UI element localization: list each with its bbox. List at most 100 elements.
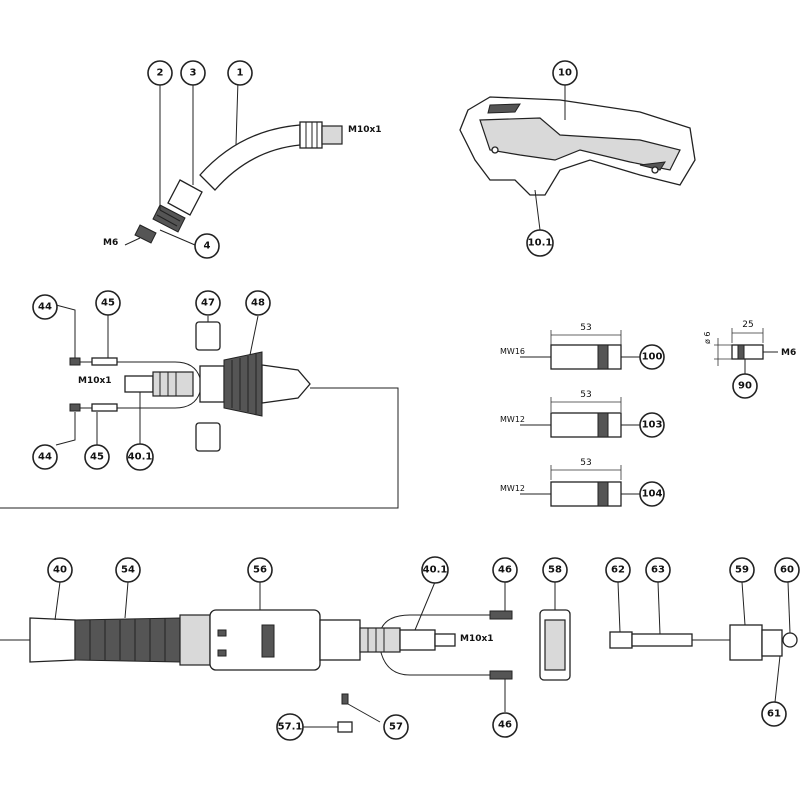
handle-screw-1 bbox=[491, 146, 499, 154]
terminal-46-top bbox=[489, 610, 513, 620]
spring-insulator bbox=[152, 204, 186, 233]
screw-57 bbox=[341, 693, 349, 705]
callout-47 bbox=[195, 290, 221, 316]
connector-40-1-body bbox=[359, 627, 401, 653]
ring-58-inner bbox=[544, 619, 566, 671]
end-60 bbox=[782, 632, 798, 648]
liner-104-size: MW12 bbox=[500, 484, 525, 493]
callout-10 bbox=[552, 60, 578, 86]
dim-104-length: 53 bbox=[580, 458, 591, 468]
callout-40-1-bottom-label: 40.1 bbox=[423, 565, 448, 576]
callout-44-bottom-label: 44 bbox=[38, 452, 52, 463]
dim-90-diameter: ø 6 bbox=[703, 331, 712, 344]
terminal-44-top bbox=[69, 357, 81, 366]
outline-box bbox=[0, 387, 399, 509]
swan-neck-assembly: M10x1 M6 2 3 1 4 bbox=[103, 60, 382, 259]
callout-48-label: 48 bbox=[251, 298, 265, 309]
neck-thread-label: M10x1 bbox=[348, 125, 382, 135]
callout-46-top-label: 46 bbox=[498, 565, 512, 576]
rear-thread-label: M10x1 bbox=[460, 634, 494, 644]
swan-neck-tube bbox=[199, 124, 301, 191]
sleeve-45-top bbox=[91, 357, 118, 366]
callout-62 bbox=[605, 557, 631, 583]
liner-103-size: MW12 bbox=[500, 415, 525, 424]
callout-40-1-top-label: 40.1 bbox=[128, 452, 153, 463]
handle-trigger-slot bbox=[487, 103, 521, 114]
callout-3 bbox=[180, 60, 206, 86]
callout-57 bbox=[383, 714, 409, 740]
callout-60 bbox=[774, 557, 800, 583]
housing-59-tip bbox=[761, 629, 783, 657]
callout-10-label: 10 bbox=[558, 68, 572, 79]
callout-45-top-label: 45 bbox=[101, 298, 115, 309]
callout-3-label: 3 bbox=[190, 68, 197, 79]
leader-4 bbox=[159, 229, 196, 246]
leader-1 bbox=[235, 79, 239, 146]
leader-44-bottom bbox=[55, 412, 76, 446]
body-56-neck bbox=[319, 619, 361, 661]
dim-100-length: 53 bbox=[580, 323, 591, 333]
clip-57-1 bbox=[337, 721, 353, 733]
connector-thread bbox=[124, 375, 154, 393]
connector-thread-label: M10x1 bbox=[78, 376, 112, 386]
callout-45-bottom bbox=[84, 444, 110, 470]
contact-tip bbox=[134, 224, 157, 244]
nozzle-holder bbox=[167, 179, 203, 216]
callout-1 bbox=[227, 60, 253, 86]
callout-44-top bbox=[32, 294, 58, 320]
callout-44-top-label: 44 bbox=[38, 302, 52, 313]
liner-103-band bbox=[597, 412, 609, 438]
callout-48 bbox=[245, 290, 271, 316]
leader-10-1 bbox=[534, 189, 541, 231]
cable-collar bbox=[199, 365, 225, 403]
body-56-badge bbox=[261, 624, 275, 658]
callout-63 bbox=[645, 557, 671, 583]
cap-47-top bbox=[195, 321, 221, 351]
connector-body bbox=[152, 371, 194, 397]
nut-90-band bbox=[737, 344, 745, 360]
cable-connector-assembly: M10x1 44 45 47 48 44 45 40.1 bbox=[0, 290, 399, 509]
callout-10-1 bbox=[526, 229, 554, 257]
liner-100-band bbox=[597, 344, 609, 370]
callout-90 bbox=[732, 373, 758, 399]
leader-63 bbox=[657, 581, 661, 635]
liner-104-body bbox=[550, 481, 622, 507]
callout-57-1-label: 57.1 bbox=[278, 722, 303, 733]
callout-103 bbox=[639, 412, 665, 438]
callout-44-bottom bbox=[32, 444, 58, 470]
callout-40 bbox=[47, 557, 73, 583]
body-56-mark-2 bbox=[217, 649, 227, 657]
callout-61 bbox=[761, 701, 787, 727]
callout-57-label: 57 bbox=[389, 722, 403, 733]
terminal-44-bottom bbox=[69, 403, 81, 412]
callout-4-label: 4 bbox=[204, 241, 211, 252]
liner-100-body bbox=[550, 344, 622, 370]
handle-screw-2 bbox=[651, 166, 659, 174]
leader-40 bbox=[54, 581, 61, 621]
nut-90-body bbox=[731, 344, 764, 360]
callout-2-label: 2 bbox=[157, 68, 164, 79]
callout-40-1-top bbox=[126, 443, 154, 471]
neck-thread-end bbox=[321, 125, 343, 145]
callout-47-label: 47 bbox=[201, 298, 215, 309]
callout-46-top bbox=[492, 557, 518, 583]
tip-thread-label: M6 bbox=[103, 238, 118, 248]
callout-62-label: 62 bbox=[611, 565, 625, 576]
housing-59 bbox=[729, 624, 763, 661]
callout-59-label: 59 bbox=[735, 565, 749, 576]
sleeve-45-bottom bbox=[91, 403, 118, 412]
callout-90-label: 90 bbox=[738, 381, 752, 392]
callout-1-label: 1 bbox=[237, 68, 244, 79]
callout-10-1-label: 10.1 bbox=[528, 238, 553, 249]
handle-assembly: 10 10.1 bbox=[459, 60, 696, 257]
leader-60 bbox=[787, 581, 791, 634]
liner-103-body bbox=[550, 412, 622, 438]
callout-63-label: 63 bbox=[651, 565, 665, 576]
connector-40-1-pin bbox=[434, 633, 456, 647]
callout-103-label: 103 bbox=[642, 420, 663, 431]
callout-46-bottom-label: 46 bbox=[498, 720, 512, 731]
leader-62 bbox=[617, 581, 621, 633]
nut-thread-label: M6 bbox=[781, 348, 796, 358]
